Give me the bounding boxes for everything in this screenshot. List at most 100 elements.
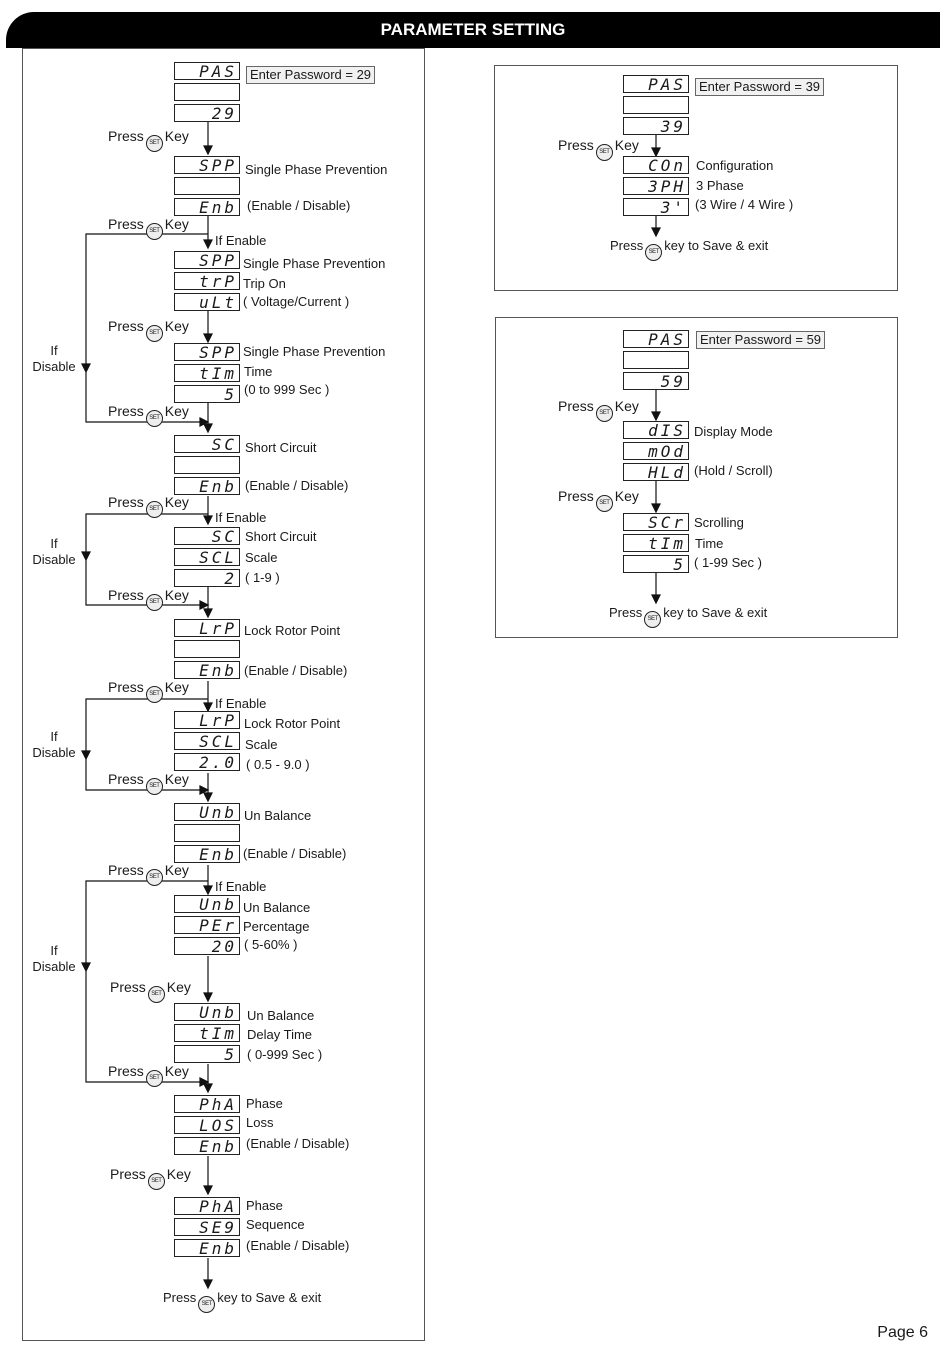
display-line-1: Unb bbox=[174, 803, 240, 821]
display-line-1: PhA bbox=[174, 1095, 240, 1113]
if-enable-label: If Enable bbox=[215, 879, 267, 894]
if-enable-label: If Enable bbox=[215, 233, 267, 248]
display-phase-loss: PhA LOS Enb bbox=[174, 1095, 240, 1155]
display-line-2: LOS bbox=[174, 1116, 240, 1134]
set-key-icon[interactable]: SET bbox=[595, 495, 613, 512]
display-pas-39: PAS 39 bbox=[623, 75, 689, 135]
set-key-icon[interactable]: SET bbox=[198, 1296, 216, 1313]
set-key-icon[interactable]: SET bbox=[145, 223, 163, 240]
display-line-3: 5 bbox=[174, 385, 240, 403]
display-line-1: Unb bbox=[174, 1003, 240, 1021]
display-line-3: 2 bbox=[174, 569, 240, 587]
param-sub: Scale bbox=[245, 737, 278, 752]
display-sc-enable: SC Enb bbox=[174, 435, 240, 495]
set-key-icon[interactable]: SET bbox=[147, 986, 165, 1003]
display-line-3: 3' bbox=[623, 198, 689, 216]
display-line-1: SPP bbox=[174, 156, 240, 174]
set-key-icon[interactable]: SET bbox=[145, 325, 163, 342]
display-line-1: COn bbox=[623, 156, 689, 174]
param-sub: 3 Phase bbox=[696, 178, 744, 193]
display-line-3: 2.0 bbox=[174, 753, 240, 771]
display-panel bbox=[495, 317, 898, 638]
page-header: PARAMETER SETTING bbox=[6, 12, 940, 48]
display-line-3: 20 bbox=[174, 937, 240, 955]
set-key-icon[interactable]: SET bbox=[145, 135, 163, 152]
param-label: Short Circuit bbox=[245, 529, 317, 544]
param-range: (Enable / Disable) bbox=[246, 1238, 350, 1253]
display-line-2 bbox=[174, 824, 240, 842]
if-enable-label: If Enable bbox=[215, 510, 267, 525]
param-label: Short Circuit bbox=[245, 440, 317, 455]
display-line-2: tIm bbox=[174, 364, 240, 382]
display-line-1: SC bbox=[174, 527, 240, 545]
display-scrolling-time: SCr tIm 5 bbox=[623, 513, 689, 573]
display-unb-enable: Unb Enb bbox=[174, 803, 240, 863]
display-line-2: SCL bbox=[174, 732, 240, 750]
set-key-icon[interactable]: SET bbox=[145, 869, 163, 886]
param-label: Single Phase Prevention bbox=[243, 256, 386, 271]
param-label: Single Phase Prevention bbox=[243, 344, 386, 359]
param-sub: Scale bbox=[245, 550, 278, 565]
set-key-icon[interactable]: SET bbox=[145, 410, 163, 427]
param-range: ( 1-9 ) bbox=[245, 570, 280, 585]
param-label: Lock Rotor Point bbox=[244, 716, 341, 731]
display-line-1: LrP bbox=[174, 711, 240, 729]
display-line-3: Enb bbox=[174, 477, 240, 495]
display-line-2: SCL bbox=[174, 548, 240, 566]
param-label: Display Mode bbox=[694, 424, 773, 439]
set-key-icon[interactable]: SET bbox=[145, 501, 163, 518]
display-line-1: SC bbox=[174, 435, 240, 453]
display-line-1: SPP bbox=[174, 251, 240, 269]
set-key-icon[interactable]: SET bbox=[595, 405, 613, 422]
param-label: Un Balance bbox=[244, 808, 312, 823]
display-line-2 bbox=[623, 351, 689, 369]
set-key-icon[interactable]: SET bbox=[145, 594, 163, 611]
password-note: Enter Password = 59 bbox=[696, 331, 826, 349]
set-key-icon[interactable]: SET bbox=[644, 611, 662, 628]
set-key-icon[interactable]: SET bbox=[645, 244, 663, 261]
display-lrp-scale: LrP SCL 2.0 bbox=[174, 711, 240, 771]
display-line-2: trP bbox=[174, 272, 240, 290]
display-line-3: Enb bbox=[174, 845, 240, 863]
display-line-1: PAS bbox=[623, 330, 689, 348]
display-spp-time: SPP tIm 5 bbox=[174, 343, 240, 403]
param-label: Single Phase Prevention bbox=[245, 162, 388, 177]
left-panel bbox=[22, 48, 425, 1341]
param-label: Un Balance bbox=[247, 1008, 315, 1023]
param-range: (Enable / Disable) bbox=[244, 663, 348, 678]
set-key-icon[interactable]: SET bbox=[147, 1173, 165, 1190]
set-key-icon[interactable]: SET bbox=[145, 1070, 163, 1087]
display-line-2 bbox=[623, 96, 689, 114]
password-note: Enter Password = 29 bbox=[246, 66, 376, 84]
set-key-icon[interactable]: SET bbox=[145, 778, 163, 795]
set-key-icon[interactable]: SET bbox=[595, 144, 613, 161]
param-range: (Hold / Scroll) bbox=[694, 463, 773, 478]
set-key-icon[interactable]: SET bbox=[145, 686, 163, 703]
display-line-1: PhA bbox=[174, 1197, 240, 1215]
display-line-2: PEr bbox=[174, 916, 240, 934]
display-line-1: LrP bbox=[174, 619, 240, 637]
param-label: Phase bbox=[246, 1198, 283, 1213]
display-line-1: SPP bbox=[174, 343, 240, 361]
